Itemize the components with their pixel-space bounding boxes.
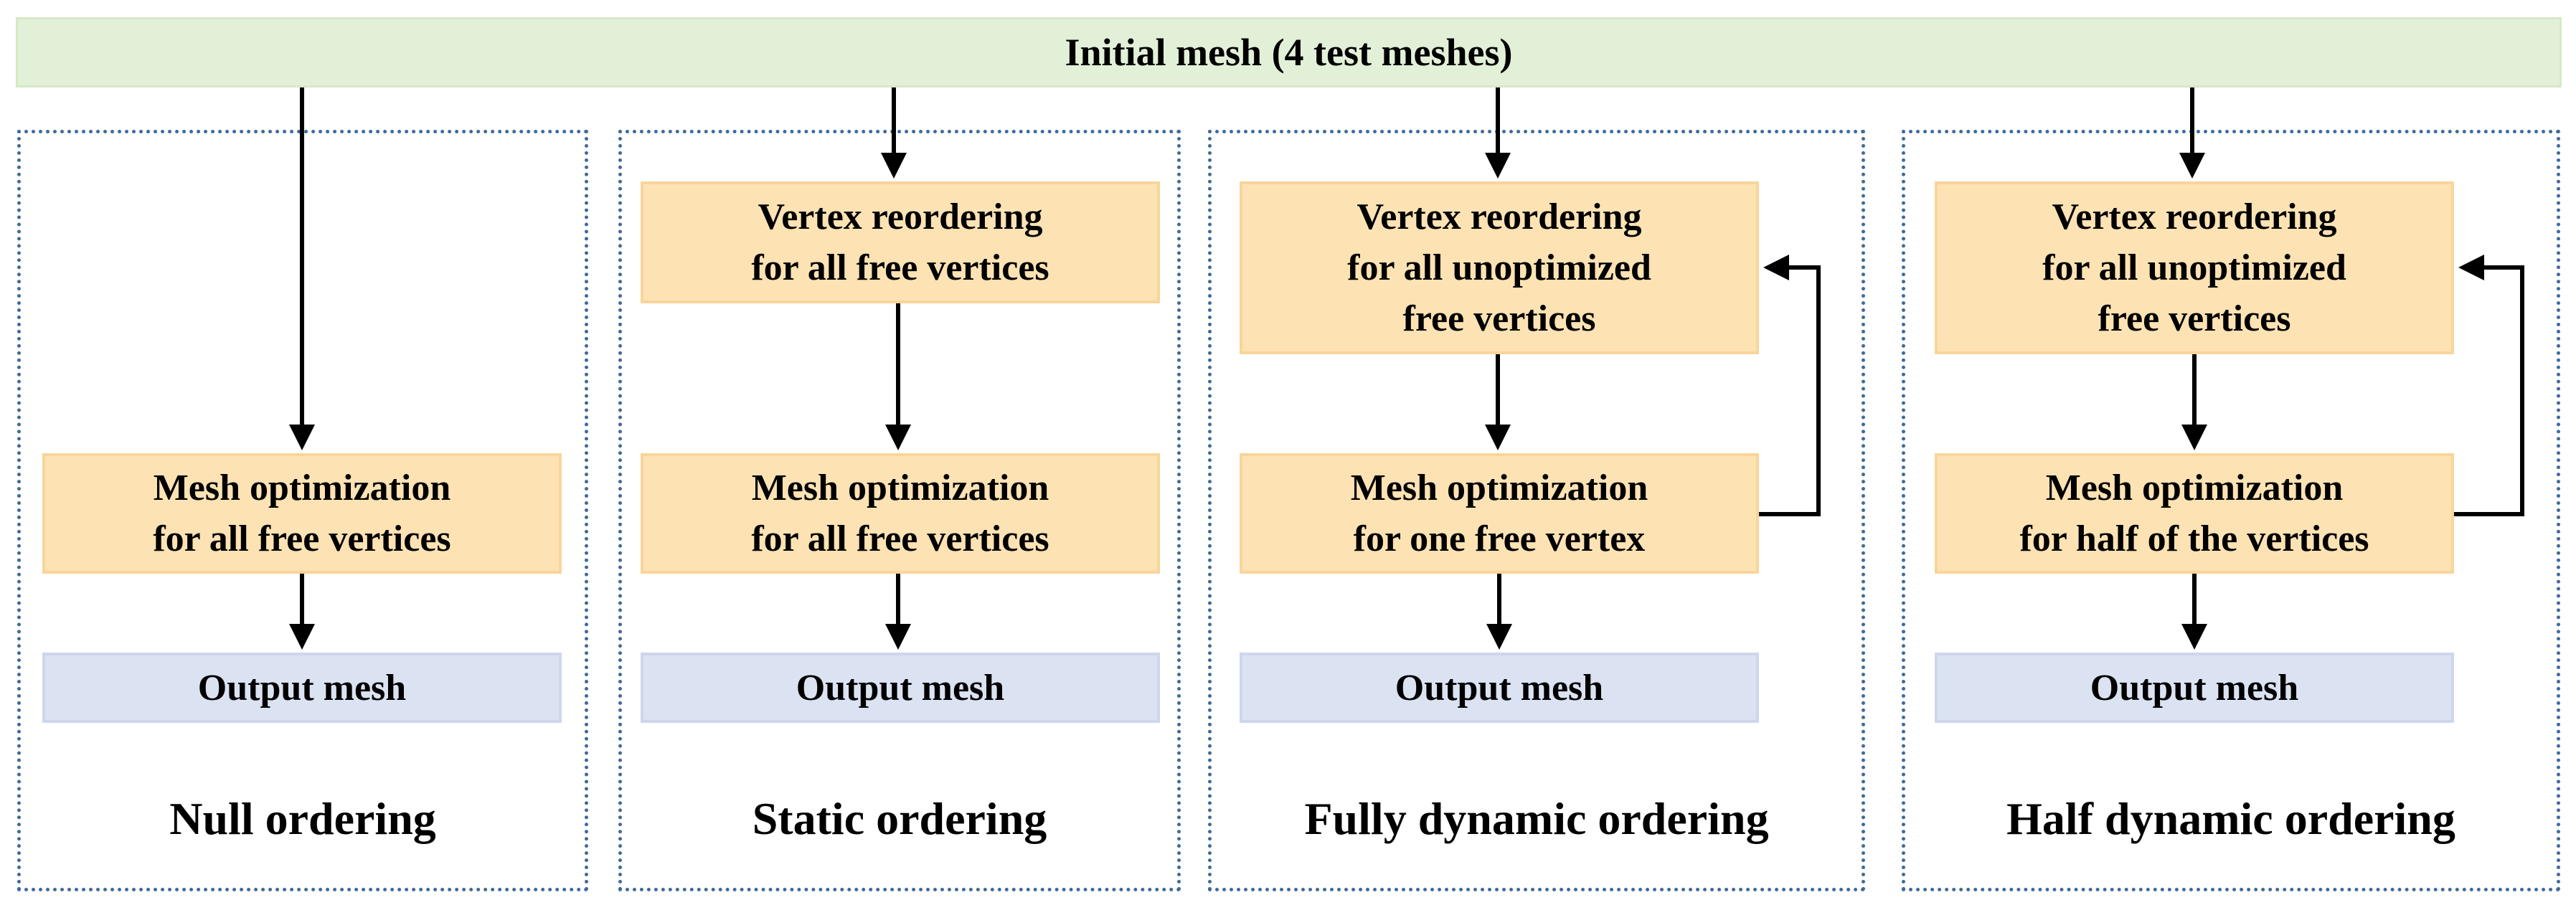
- panel-static-ordering: [618, 130, 1181, 891]
- fully-dynamic-loop-arrow: [1759, 255, 1821, 516]
- static-reorder-box: Vertex reordering for all free vertices: [641, 181, 1160, 303]
- half-dynamic-optimization-box: Mesh optimization for half of the vertic…: [1935, 453, 2454, 574]
- panel-fully-dynamic-ordering: [1208, 130, 1865, 891]
- static-ordering-label: Static ordering: [752, 793, 1047, 844]
- fully-dynamic-ordering-label: Fully dynamic ordering: [1304, 793, 1769, 844]
- panel-half-dynamic-ordering: [1902, 130, 2560, 891]
- null-ordering-label: Null ordering: [169, 793, 436, 844]
- fully-dynamic-optimization-box: Mesh optimization for one free vertex: [1240, 453, 1759, 574]
- fully-dynamic-output-box: Output mesh: [1240, 653, 1759, 723]
- null-output-box: Output mesh: [42, 653, 562, 723]
- half-dynamic-reorder-box: Vertex reordering for all unoptimized fr…: [1935, 181, 2454, 354]
- fully-dynamic-reorder-box: Vertex reordering for all unoptimized fr…: [1240, 181, 1759, 354]
- null-optimization-box: Mesh optimization for all free vertices: [42, 453, 562, 574]
- static-output-box: Output mesh: [641, 653, 1160, 723]
- static-optimization-box: Mesh optimization for all free vertices: [641, 453, 1160, 574]
- initial-mesh-box: Initial mesh (4 test meshes): [16, 17, 2562, 87]
- half-dynamic-output-box: Output mesh: [1935, 653, 2454, 723]
- half-dynamic-ordering-label: Half dynamic ordering: [2006, 793, 2455, 844]
- half-dynamic-loop-arrow: [2454, 255, 2524, 516]
